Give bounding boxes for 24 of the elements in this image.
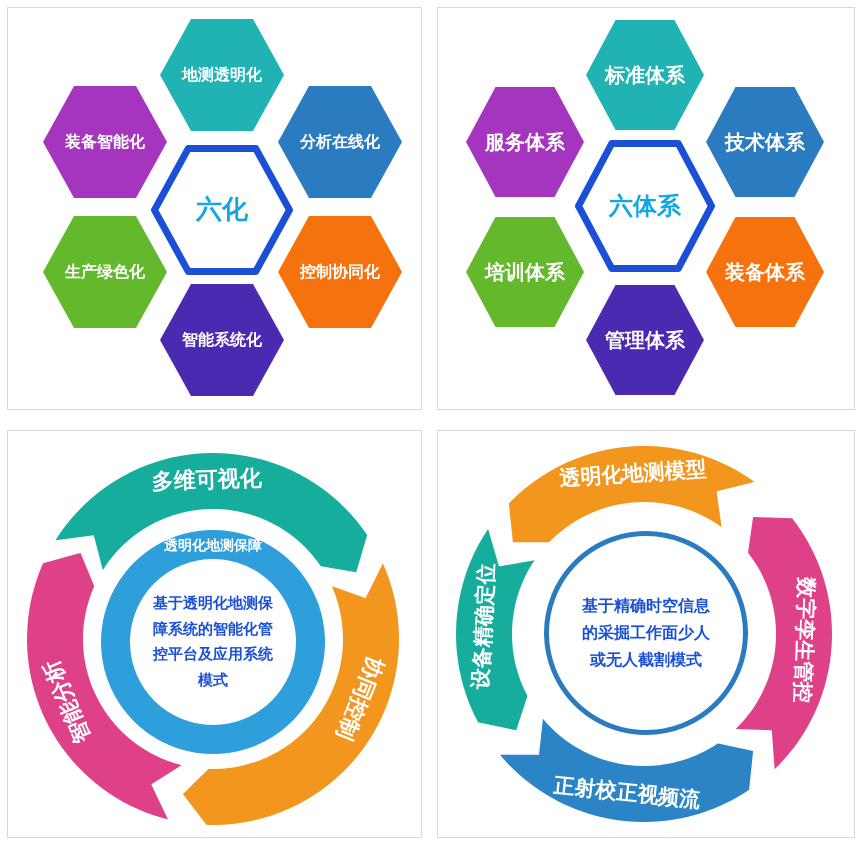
hexagon-label: 六体系 xyxy=(609,194,681,218)
segment-label: 设备精确定位 xyxy=(470,562,498,690)
hexagon-label: 地测透明化 xyxy=(182,67,262,83)
circle-text: 基于精确时空信息的采掘工作面少人或无人截割模式 xyxy=(581,595,711,672)
ring-label: 透明化地测保障 xyxy=(164,539,262,553)
segment-label: 智能分析 xyxy=(40,656,95,746)
hexagon-label: 管理体系 xyxy=(605,330,685,350)
hexagon-label: 智能系统化 xyxy=(182,332,262,348)
segment-label: 协同控制 xyxy=(332,653,386,744)
hexagon-label: 控制协同化 xyxy=(300,264,380,280)
hexagon-label: 分析在线化 xyxy=(300,134,380,150)
circle-text: 基于透明化地测保障系统的智能化管控平台及应用系统模式 xyxy=(152,593,274,690)
segment-label: 透明化地测模型 xyxy=(558,458,707,490)
segment-label: 多维可视化 xyxy=(152,468,263,494)
hexagon-label: 培训体系 xyxy=(485,262,565,282)
hexagon-label: 装备体系 xyxy=(725,262,805,282)
hexagon-label: 服务体系 xyxy=(485,132,565,152)
hexagon-label: 技术体系 xyxy=(725,132,805,152)
segment-label: 正射校正视频流 xyxy=(553,774,702,812)
hexagon-label: 六化 xyxy=(196,197,248,223)
hexagon-label: 生产绿色化 xyxy=(65,264,145,280)
hexagon-label: 装备智能化 xyxy=(65,134,145,150)
hexagon-label: 标准体系 xyxy=(605,65,685,85)
segment-label: 数字孪生管控 xyxy=(791,576,817,703)
